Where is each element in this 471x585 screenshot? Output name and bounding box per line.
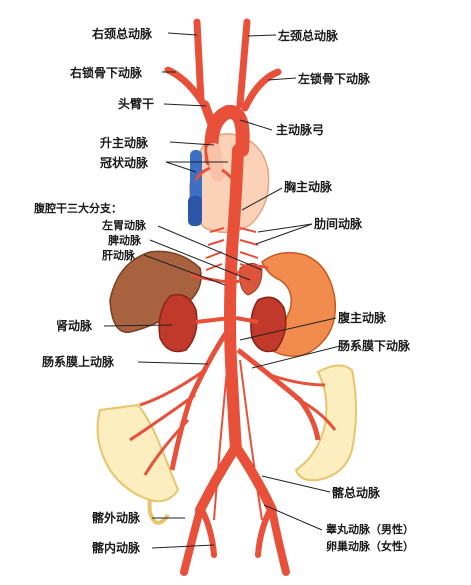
liver: [109, 250, 202, 333]
label-inferior-mesenteric: 肠系膜下动脉: [338, 339, 411, 353]
leader-thoracic-aorta: [241, 187, 283, 211]
leader-left-common-carotid: [247, 34, 277, 37]
label-right-common-carotid: 右颈总动脉: [92, 27, 153, 41]
leader-superior-mesenteric: [137, 361, 209, 365]
label-left-gastric: 左胃动脉: [102, 219, 146, 232]
label-internal-iliac: 髂内动脉: [92, 541, 141, 555]
leader-left-subclavian: [267, 77, 297, 81]
common-iliac-right: [195, 445, 239, 515]
renal-artery-left: [235, 316, 259, 324]
leader-left-gastric: [157, 225, 263, 271]
descending-aorta: [224, 144, 244, 456]
leader-right-common-carotid: [167, 32, 198, 36]
kidney-right: [158, 293, 198, 353]
intercostal-artery: [205, 251, 259, 259]
intercostal-artery: [209, 227, 257, 233]
label-thoracic-aorta: 胸主动脉: [284, 180, 333, 194]
leader-coronary: [165, 161, 197, 173]
leader-aortic-arch: [239, 119, 273, 131]
leader-common-iliac: [261, 475, 331, 493]
label-common-iliac: 髂总动脉: [332, 486, 381, 500]
label-ascending-aorta: 升主动脉: [100, 136, 149, 150]
external-iliac-right: [180, 506, 204, 576]
internal-iliac-right: [199, 507, 217, 558]
aortic-arch: [204, 105, 250, 167]
left-subclavian: [241, 68, 282, 112]
sma-branch: [129, 393, 196, 442]
descending-colon: [294, 364, 357, 482]
ima-trunk: [236, 348, 321, 441]
sma-branch: [143, 418, 190, 476]
gonadal-artery: [239, 359, 263, 521]
label-hepatic: 肝动脉: [102, 249, 135, 262]
internal-iliac-left: [255, 507, 273, 558]
leader-internal-iliac: [151, 544, 215, 549]
label-superior-mesenteric: 肠系膜上动脉: [42, 355, 115, 369]
label-renal: 肾动脉: [56, 319, 93, 333]
leader-testicular: [263, 504, 323, 531]
ima-branch: [269, 373, 326, 387]
leader-renal: [103, 324, 173, 327]
leader-abdominal-aorta: [239, 317, 337, 341]
appendix: [147, 499, 170, 525]
intercostal-artery: [207, 239, 259, 246]
label-left-common-carotid: 左颈总动脉: [278, 29, 339, 43]
leader-lines: [103, 32, 341, 549]
label-abdominal-aorta: 腹主动脉: [338, 311, 387, 325]
coronary-branch: [194, 166, 211, 181]
left-gastric-line: [233, 264, 269, 278]
left-common-carotid: [236, 18, 251, 109]
leader-ascending-aorta: [169, 141, 215, 146]
label-right-subclavian: 右锁骨下动脉: [70, 66, 143, 80]
label-intercostal: 肋间动脉: [314, 217, 363, 231]
right-common-carotid: [193, 18, 205, 104]
kidney-left: [250, 296, 287, 353]
leader-hepatic: [143, 254, 226, 286]
label-celiac-header: 腹腔干三大分支：: [34, 202, 122, 215]
label-testicular: 睾丸动脉（男性）: [326, 523, 414, 536]
leader-inferior-mesenteric: [251, 345, 341, 369]
leader-splenic: [149, 239, 251, 281]
intercostal-group: [205, 227, 259, 271]
label-coronary-arteries: 冠状动脉: [100, 156, 149, 170]
leader-intercostal: [257, 223, 313, 233]
label-aortic-arch: 主动脉弓: [276, 123, 325, 137]
label-ovarian: 卵巢动脉（女性）: [326, 540, 414, 553]
label-left-subclavian: 左锁骨下动脉: [298, 72, 371, 86]
sma-branch: [139, 368, 206, 407]
renal-artery-right: [195, 316, 231, 324]
ima-branch: [294, 396, 337, 431]
label-splenic: 脾动脉: [108, 234, 141, 247]
common-iliac-left: [233, 445, 277, 515]
leader-brachiocephalic: [163, 103, 207, 107]
pulmonary-vein: [188, 196, 202, 226]
leader-intercostal: [255, 223, 313, 245]
gonadal-artery: [213, 359, 229, 521]
label-brachiocephalic-trunk: 头臂干: [118, 97, 155, 111]
external-iliac-left: [268, 506, 290, 576]
ascending-colon: [96, 403, 180, 503]
label-external-iliac: 髂外动脉: [92, 511, 141, 525]
splenic-artery-line: [233, 274, 259, 284]
